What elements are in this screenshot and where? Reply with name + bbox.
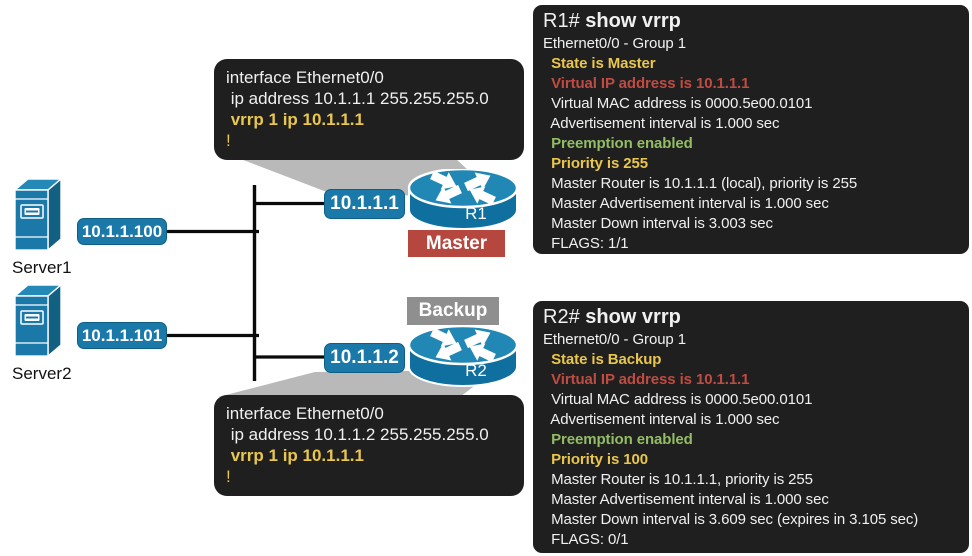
r2-ip-badge: 10.1.1.2 (324, 343, 405, 373)
server-icon (13, 283, 63, 358)
server2-label: Server2 (12, 364, 72, 383)
server2-node: Server2 (12, 283, 82, 384)
server1-label: Server1 (12, 258, 72, 277)
server1-ip-badge: 10.1.1.100 (77, 218, 167, 245)
r1-config-callout: interface Ethernet0/0 ip address 10.1.1.… (214, 59, 524, 160)
r1-role-badge: Master (408, 230, 505, 257)
r2-config-callout: interface Ethernet0/0 ip address 10.1.1.… (214, 395, 524, 496)
r1-ip-badge: 10.1.1.1 (324, 189, 405, 219)
router-icon: R2 (407, 323, 519, 387)
router-r1-node: R1 (406, 166, 520, 231)
r2-role-badge: Backup (407, 297, 499, 325)
server-icon (13, 177, 63, 252)
server1-node: Server1 (12, 177, 82, 278)
router-icon: R1 (407, 166, 519, 230)
server2-ip-badge: 10.1.1.101 (77, 322, 167, 349)
router-r2-node: R2 (406, 323, 520, 388)
router-r1-label: R1 (465, 204, 487, 223)
router-r2-label: R2 (465, 361, 487, 380)
